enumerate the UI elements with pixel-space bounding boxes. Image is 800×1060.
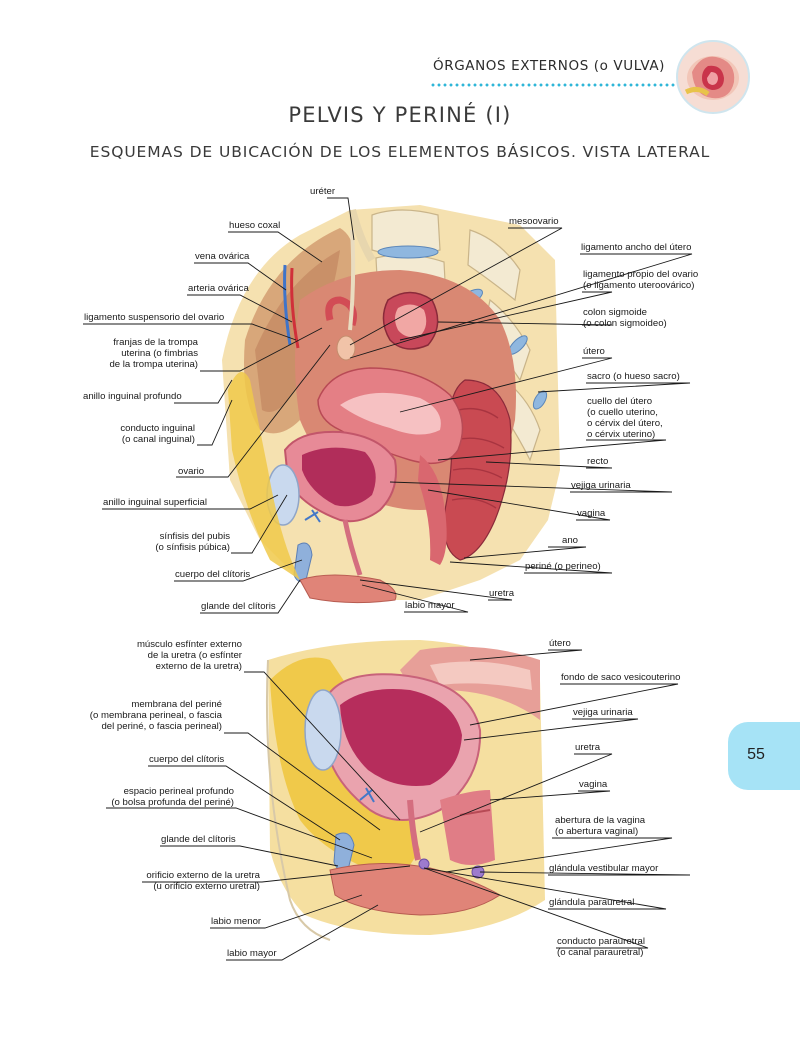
label-glandula-parauretral: glándula parauretral [549,897,635,908]
label-colon-sigmoide: colon sigmoide (o colon sigmoideo) [583,307,667,329]
label-espacio-perineal: espacio perineal profundo (o bolsa profu… [111,786,234,808]
label-glande-clitoris: glande del clítoris [201,601,276,612]
label-conducto-parauretral: conducto parauretral (o canal parauretra… [557,936,645,958]
label-glande-clitoris-2: glande del clítoris [161,834,236,845]
label-vena-ovarica: vena ovárica [195,251,250,262]
label-uretra: uretra [489,588,515,599]
label-cuerpo-clitoris-2: cuerpo del clítoris [149,754,225,765]
label-ovario: ovario [178,466,205,477]
dotted-divider [430,83,678,87]
label-ligamento-propio: ligamento propio del ovario (o ligamento… [583,269,699,291]
label-recto: recto [587,456,609,467]
label-labio-mayor: labio mayor [405,600,455,611]
label-abertura-vagina: abertura de la vagina (o abertura vagina… [555,815,646,837]
label-labio-mayor-2: labio mayor [227,948,277,959]
label-utero: útero [583,346,605,357]
label-mesoovario: mesoovario [509,216,559,227]
page-subtitle: ESQUEMAS DE UBICACIÓN DE LOS ELEMENTOS B… [89,143,711,161]
label-ligamento-ancho: ligamento ancho del útero [581,242,692,253]
label-ligamento-suspensorio: ligamento suspensorio del ovario [84,312,225,323]
label-sacro: sacro (o hueso sacro) [587,371,680,382]
section-title: ÓRGANOS EXTERNOS (o VULVA) [433,58,666,74]
label-ureter: uréter [310,186,336,197]
label-vejiga-urinaria: vejiga urinaria [571,480,631,491]
label-labio-menor: labio menor [211,916,262,927]
label-fondo-saco: fondo de saco vesicouterino [561,672,681,683]
label-orificio-uretra: orificio externo de la uretra (u orifici… [146,870,260,892]
label-membrana-perine: membrana del periné (o membrana perineal… [89,699,222,732]
label-conducto-inguinal: conducto inguinal (o canal inguinal) [120,423,195,445]
label-uretra-2: uretra [575,742,601,753]
page-title: PELVIS Y PERINÉ (I) [288,103,512,127]
label-vagina-2: vagina [579,779,608,790]
label-cuello-utero: cuello del útero (o cuello uterino, o cé… [587,396,663,440]
section-thumbnail-illustration [676,40,750,114]
label-ano: ano [562,535,579,546]
label-hueso-coxal: hueso coxal [229,220,281,231]
label-anillo-inguinal-profundo: anillo inguinal profundo [83,391,182,402]
label-vejiga-urinaria-2: vejiga urinaria [573,707,633,718]
label-utero-2: útero [549,638,571,649]
label-vagina: vagina [577,508,606,519]
label-cuerpo-clitoris: cuerpo del clítoris [175,569,251,580]
page-number: 55 [747,746,765,763]
label-anillo-inguinal-superficial: anillo inguinal superficial [103,497,207,508]
label-franjas-trompa: franjas de la trompa uterina (o fimbrias… [109,337,198,370]
label-glandula-vestibular: glándula vestibular mayor [549,863,659,874]
label-arteria-ovarica: arteria ovárica [188,283,249,294]
label-musculo-esfinter-uretra: músculo esfínter externo de la uretra (o… [136,639,242,672]
page-number-tab: 55 [728,722,800,790]
label-sinfisis-pubis: sínfisis del pubis (o sínfisis púbica) [155,531,230,553]
label-perine: periné (o perineo) [525,561,601,572]
